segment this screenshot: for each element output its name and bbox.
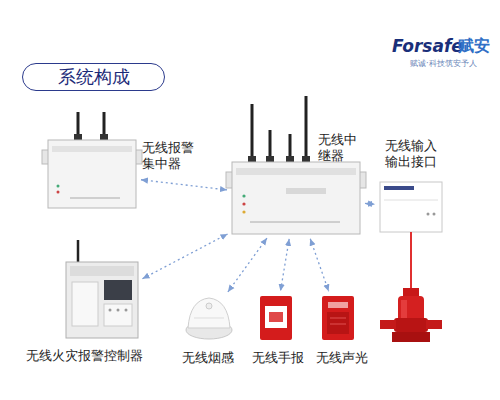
wireless-link [280,239,289,291]
concentrator-device [42,112,142,208]
device-node: 无线报警集中器 [48,140,136,208]
device-label: 无线输入输出接口 [385,138,441,170]
wireless-link [228,238,267,292]
device-label: 无线手报 [252,350,312,366]
brand-logo: Forsafe [392,36,463,56]
brand-slogan: 赋诚·科技筑安予人 [410,58,477,69]
wireless-link [142,234,227,279]
device-label: 无线中继器 [318,132,360,164]
device-node: 无线声光 [322,296,354,340]
wireless-link [141,180,227,190]
device-node: 无线烟感 [186,296,232,340]
fire-pump [380,288,442,342]
device-label: 无线声光 [316,350,376,366]
wireless-link [365,203,375,205]
sounder-strobe-device [322,296,354,340]
device-node: 无线手报 [260,296,292,340]
device-label: 无线烟感 [182,350,242,366]
wireless-link [310,239,328,292]
relay-device [226,96,366,234]
io-interface-device [380,182,442,292]
controller-device [66,240,138,338]
title-pill: 系统构成 [22,63,165,91]
smoke-detector [186,298,232,339]
device-node: 无线火灾报警控制器 [66,262,138,338]
device-node: 无线中继器 [232,162,360,234]
device-label: 无线报警集中器 [142,140,198,172]
manual-alarm-device [260,296,292,340]
brand-logo: 赋安 [458,36,490,57]
device-node: 无线输入输出接口 [380,182,442,232]
device-label: 无线火灾报警控制器 [26,348,156,364]
